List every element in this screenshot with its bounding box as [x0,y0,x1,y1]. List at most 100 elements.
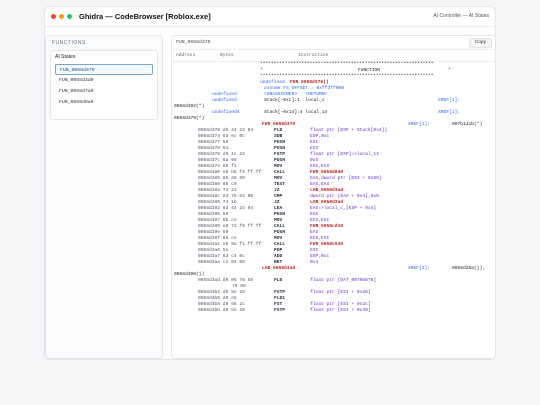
listing-cell: * [448,68,451,73]
listing-cell: 0058d3a6 5e [198,248,229,253]
disassembly-listing[interactable]: ****************************************… [172,62,495,314]
listing-cell: float ptr [ESI + 0x2c] [310,302,371,307]
listing-cell: undefined [212,92,237,97]
listing-cell: 0058d392 8d 44 24 04 [198,206,254,211]
listing-cell: 0058d37e 8b f1 [198,164,237,169]
listing-cell: FUN_0058d370() [290,80,329,85]
listing-cell: ESP,0xc [310,254,330,259]
listing-cell: PUSH [274,140,286,145]
listing-cell: 0058d3a7 83 c4 0c [198,254,245,259]
listing-row[interactable]: 0058d3a6 5e POP ESI [172,248,495,254]
listing-cell: LAB_0058d3ad [310,188,344,193]
listing-cell: Stack[-0xc]:1 local_c [264,98,325,103]
listing-cell: RET [274,260,283,265]
close-dot-icon[interactable] [51,14,56,19]
listing-row[interactable]: 0058d390(j) [172,272,495,278]
listing-cell: POP [274,248,283,253]
listing-row[interactable]: 0058d392(*) [172,104,495,110]
listing-cell: ESP,0xc [310,134,330,139]
listing-cell: float ptr [ESI + 0x28] [310,290,371,295]
listing-cell: float ptr [ESP + Stack[0x4]] [310,128,388,133]
listing-cell: ESI [310,248,319,253]
listing-row[interactable]: * FUNCTION * [172,68,495,74]
column-headers: Address Bytes Instruction [172,50,495,62]
listing-cell: FSTP [274,152,286,157]
function-item[interactable]: FUN_0058d370 [55,64,153,75]
listing-cell: CALL [274,224,286,229]
listing-cell: FUN_0058d840 [310,170,344,175]
listing-cell: 0058d39e 50 [198,230,229,235]
listing-cell: 007b141b(*) [452,122,483,127]
listing-cell: * [260,68,263,73]
function-item[interactable]: FUN_0058d9a0 [59,100,94,105]
listing-cell: 0058d385 8b 46 60 [198,176,245,181]
column-instruction: Instruction [298,53,329,58]
listing-cell: ECX,ESI [310,218,330,223]
listing-cell: FUN_0058c540 [310,242,344,247]
listing-cell: EAX [310,212,319,217]
window-subtitle: AI Controller — AI States [433,13,489,19]
listing-cell: ECX [310,146,319,151]
listing-cell: 0058d378 51 [198,146,229,151]
listing-row[interactable]: ****************************************… [172,62,495,68]
listing-cell: 0058d388 85 c0 [198,182,237,187]
listing-row[interactable]: ****************************************… [172,74,495,80]
listing-cell: float ptr [DAT_00795878] [310,278,377,283]
listing-cell: JZ [274,188,280,193]
listing-cell: ESI,ECX [310,164,330,169]
listing-cell: assume FS_OFFSET = 0xffdff000 [264,86,344,91]
listing-cell: JZ [274,200,280,205]
listing-cell: 0x4 [310,260,319,265]
listing-row[interactable]: 79 00 [172,284,495,290]
listing-cell: 0058d3ad d9 05 78 58 [198,278,254,283]
listing-row[interactable]: assume FS_OFFSET = 0xffdff000 [172,86,495,92]
copy-button[interactable]: Copy [468,38,492,48]
maximize-dot-icon[interactable] [67,14,72,19]
listing-row[interactable]: undefined FUN_0058d370() [172,80,495,86]
listing-cell: FUN_0058cd10 [310,224,344,229]
listing-cell: 0058d379(*) [174,116,205,121]
listing-row[interactable]: undefined<UNASSIGNED> <RETURN> [172,92,495,98]
minimize-dot-icon[interactable] [59,14,64,19]
listing-cell: 0058d38c 83 78 04 00 [198,194,254,199]
listing-cell: FUNCTION [358,68,381,73]
function-item[interactable]: FUN_0058d7a0 [59,89,94,94]
listing-cell: FLD [274,128,283,133]
listing-cell: undefined [212,98,237,103]
listing-cell: LEA [274,206,283,211]
function-item[interactable]: FUN_0058d3d0 [59,78,94,83]
listing-row[interactable]: 0058d379(*) [172,116,495,122]
